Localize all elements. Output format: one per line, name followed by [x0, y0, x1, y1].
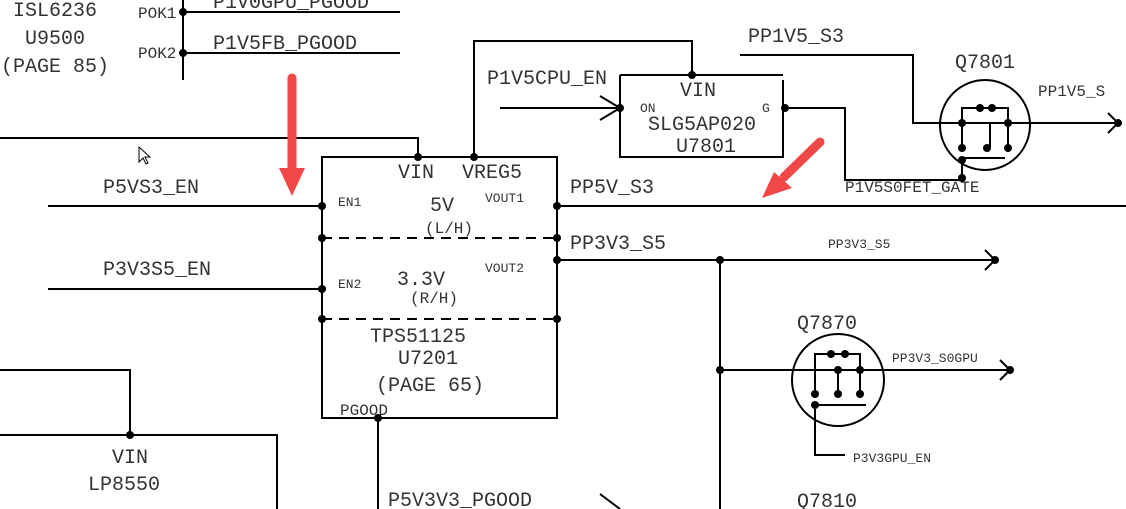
q7801-ref: Q7801	[955, 52, 1015, 75]
pin-pok2: POK2	[138, 45, 176, 63]
net-pp3v3-s0gpu[interactable]: PP3V3_S0GPU	[892, 351, 978, 366]
vout2-sub: (R/H)	[410, 290, 458, 308]
net-p1v5s0fet-gate[interactable]: P1V5S0FET_GATE	[845, 179, 979, 197]
u9500-block: ISL6236 U9500 (PAGE 85) POK1 POK2 P1V0GP…	[1, 0, 400, 80]
net-p1v5fb-pgood[interactable]: P1V5FB_PGOOD	[213, 33, 357, 56]
lp8550-block: VIN LP8550	[0, 369, 278, 509]
mouse-cursor-icon	[138, 145, 152, 165]
net-p1v0gpu-pgood[interactable]: P1V0GPU_PGOOD	[213, 0, 369, 15]
q7801-mosfet: PP1V5_S3 Q7801 PP1V5_S P1V5S0FET_GATE	[740, 26, 1122, 197]
net-p1v5cpu-en[interactable]: P1V5CPU_EN	[487, 68, 607, 91]
pin-en2: EN2	[338, 277, 361, 292]
net-pp1v5-s[interactable]: PP1V5_S	[1038, 83, 1105, 101]
vout2-voltage: 3.3V	[397, 269, 445, 292]
net-p5vs3-en[interactable]: P5VS3_EN	[103, 177, 199, 200]
u7801-ref: U7801	[676, 136, 736, 159]
net-pp1v5-s3[interactable]: PP1V5_S3	[748, 26, 844, 49]
pin-vin-u7801: VIN	[680, 80, 716, 103]
net-pp3v3-s5[interactable]: PP3V3_S5	[570, 233, 666, 256]
pin-vout2: VOUT2	[485, 261, 524, 276]
vout1-sub: (L/H)	[425, 220, 473, 238]
u9500-ref: U9500	[25, 28, 85, 51]
pin-en1: EN1	[338, 195, 362, 210]
pin-on: ON	[640, 101, 656, 116]
vout1-voltage: 5V	[430, 195, 454, 218]
u9500-part: ISL6236	[13, 0, 97, 23]
q7870-mosfet: Q7870 PP3V3_S0GPU P3V3GPU_EN Q7810	[716, 313, 1014, 509]
u7201-part: TPS51125	[370, 326, 466, 349]
q7870-ref: Q7870	[797, 313, 857, 336]
u9500-page: (PAGE 85)	[1, 56, 109, 79]
pin-pok1: POK1	[138, 5, 176, 23]
lp8550-vin: VIN	[112, 447, 148, 470]
u7801-part: SLG5AP020	[648, 114, 756, 137]
net-pp5v-s3[interactable]: PP5V_S3	[570, 177, 654, 200]
pin-vout1: VOUT1	[485, 191, 524, 206]
u7201-block: VIN VREG5 EN1 EN2 VOUT1 VOUT2 5V (L/H) 3…	[0, 40, 693, 509]
net-p3v3gpu-en[interactable]: P3V3GPU_EN	[853, 451, 931, 466]
nets: P5VS3_EN P3V3S5_EN PP5V_S3 PP3V3_S5 PP3V…	[48, 177, 1126, 509]
u7201-ref: U7201	[398, 348, 458, 371]
port-pp3v3-s5[interactable]: PP3V3_S5	[828, 237, 890, 252]
net-p3v3s5-en[interactable]: P3V3S5_EN	[103, 259, 211, 282]
annotation-arrow-down	[279, 73, 305, 196]
q7810-ref: Q7810	[797, 491, 857, 509]
pin-g: G	[762, 101, 770, 116]
net-p5v3v3-pgood[interactable]: P5V3V3_PGOOD	[388, 490, 532, 509]
pin-vreg5: VREG5	[462, 162, 522, 185]
annotation-arrow-diagonal	[762, 137, 825, 198]
pin-vin: VIN	[398, 162, 434, 185]
u7801-block: P1V5CPU_EN VIN ON G SLG5AP020 U7801	[487, 68, 962, 181]
lp8550-part: LP8550	[88, 474, 160, 497]
u7201-page[interactable]: (PAGE 65)	[376, 375, 484, 398]
